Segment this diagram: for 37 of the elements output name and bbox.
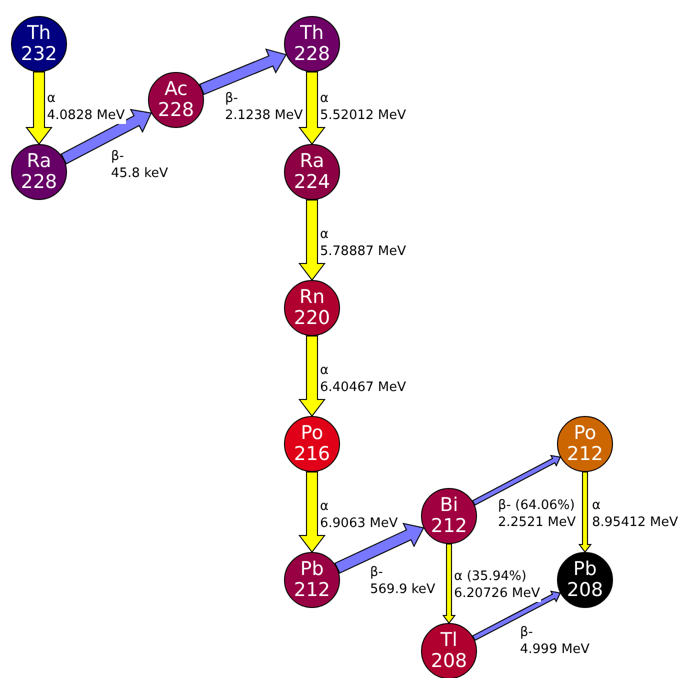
- element-symbol: Pb: [300, 559, 324, 580]
- mass-number: 220: [294, 308, 330, 329]
- mass-number: 228: [158, 100, 194, 121]
- decay-arrow: [442, 544, 456, 624]
- decay-arrow: [472, 454, 562, 506]
- mass-number: 212: [294, 580, 330, 601]
- element-symbol: Po: [574, 423, 596, 444]
- mass-number: 232: [20, 44, 58, 65]
- element-symbol: Th: [27, 23, 51, 44]
- decay-arrow: [334, 522, 424, 574]
- mass-number: 228: [20, 172, 58, 193]
- element-symbol: Th: [300, 23, 324, 44]
- decay-arrow: [25, 72, 53, 145]
- mass-number: 228: [294, 44, 330, 65]
- decay-arrow: [298, 336, 326, 417]
- decay-arrow: [298, 200, 326, 281]
- element-symbol: Ra: [26, 151, 52, 172]
- decay-arrow: [472, 590, 561, 641]
- mass-number: 224: [294, 172, 330, 193]
- element-symbol: Po: [300, 423, 324, 444]
- decay-arrow: [60, 108, 152, 164]
- mass-number: 208: [430, 651, 468, 672]
- element-symbol: Tl: [440, 630, 458, 651]
- element-symbol: Bi: [440, 495, 458, 516]
- element-symbol: Ra: [300, 151, 324, 172]
- element-symbol: Pb: [573, 559, 597, 580]
- decay-arrow: [298, 72, 326, 145]
- mass-number: 212: [430, 516, 468, 537]
- mass-number: 216: [294, 444, 330, 465]
- element-symbol: Rn: [299, 287, 325, 308]
- decay-arrow: [578, 472, 592, 553]
- decay-arrow: [298, 472, 326, 553]
- mass-number: 212: [566, 444, 604, 465]
- element-symbol: Ac: [164, 79, 188, 100]
- mass-number: 208: [566, 580, 604, 601]
- decay-label: α (35.94%) 6.20726 MeV: [453, 568, 541, 602]
- decay-arrow: [199, 48, 287, 96]
